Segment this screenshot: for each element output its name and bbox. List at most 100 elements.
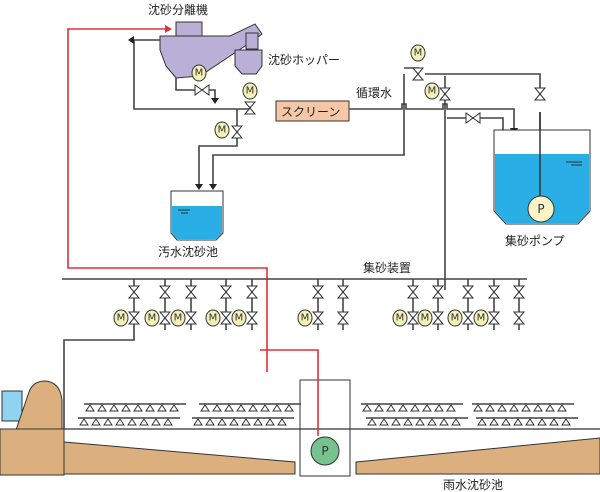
- pipe: [425, 73, 541, 100]
- storm-grit-chamber: [0, 379, 600, 477]
- nozzle-icon: [561, 418, 571, 426]
- label-screen: スクリーン: [281, 105, 340, 119]
- motor-label: M: [235, 313, 244, 324]
- nozzle-icon: [169, 404, 179, 412]
- valve-icon: [438, 87, 452, 101]
- nozzle-icon: [224, 404, 234, 412]
- nozzle-icon: [439, 418, 449, 426]
- valve-icon: [184, 285, 198, 299]
- motor-label: M: [477, 313, 486, 324]
- nozzle-icon: [127, 418, 137, 426]
- valve-icon: [127, 285, 141, 299]
- motor-icon: [417, 309, 433, 327]
- nozzle-icon: [265, 418, 275, 426]
- nozzle-icon: [91, 418, 101, 426]
- nozzle-icon: [501, 418, 511, 426]
- nozzle-icon: [193, 418, 203, 426]
- valve-icon: [406, 285, 420, 299]
- nozzle-icon: [253, 418, 263, 426]
- nozzle-icon: [272, 404, 282, 412]
- nozzle-icon: [509, 404, 519, 412]
- nozzle-icon: [145, 404, 155, 412]
- motor-icon: [297, 309, 313, 327]
- valve-icon: [487, 285, 501, 299]
- motor-icon: [205, 309, 221, 327]
- nozzle-icon: [367, 418, 377, 426]
- motor-label: M: [209, 313, 218, 324]
- separator-return-pipe: [133, 39, 250, 110]
- nozzle-icon: [513, 418, 523, 426]
- motor-label: M: [218, 125, 227, 136]
- nozzle-icon: [525, 418, 535, 426]
- valve-icon: [230, 125, 244, 139]
- valve-icon: [219, 311, 233, 325]
- nozzle-icon: [362, 404, 372, 412]
- nozzle-icon: [410, 404, 420, 412]
- nozzle-icon: [217, 418, 227, 426]
- sewage-grit-chamber: [170, 190, 224, 241]
- motor-icon: [144, 309, 160, 327]
- nozzle-icon: [103, 418, 113, 426]
- red-pump-discharge: [260, 349, 319, 436]
- valve-icon: [158, 285, 172, 299]
- label-recirc-water: 循環水: [356, 86, 392, 100]
- arrow-down: [195, 184, 203, 190]
- nozzle-icon: [115, 418, 125, 426]
- motor-label: M: [396, 313, 405, 324]
- nozzle-icon: [157, 404, 167, 412]
- nozzle-icon: [446, 404, 456, 412]
- valve-icon: [245, 285, 259, 299]
- nozzle-icon: [386, 404, 396, 412]
- motor-icon: [170, 309, 186, 327]
- label-storm-chamber: 雨水沈砂池: [443, 477, 503, 492]
- nozzle-rows: [78, 403, 578, 426]
- valve-icon: [311, 311, 325, 325]
- motor-icon: [473, 309, 489, 327]
- motor-label: M: [301, 313, 310, 324]
- nozzle-icon: [236, 404, 246, 412]
- nozzle-icon: [379, 418, 389, 426]
- motor-icon: [410, 44, 426, 62]
- valve-icon: [512, 285, 526, 299]
- storm-pump: [310, 436, 340, 466]
- valve-icon: [127, 311, 141, 325]
- motor-label: M: [174, 313, 183, 324]
- motor-icon: [231, 309, 247, 327]
- label-grit-collector: 集砂装置: [363, 260, 411, 275]
- motor-icon: [424, 82, 440, 100]
- nozzle-icon: [163, 418, 173, 426]
- nozzle-icon: [229, 418, 239, 426]
- grit-separator: [159, 21, 263, 79]
- nozzle-icon: [151, 418, 161, 426]
- motor-label: M: [117, 313, 126, 324]
- valve-icon: [245, 311, 259, 325]
- screen-box: [275, 100, 350, 122]
- nozzle-icon: [415, 418, 425, 426]
- valve-icon: [336, 285, 350, 299]
- nozzle-icon: [451, 418, 461, 426]
- valve-icon: [411, 67, 425, 81]
- motor-icon: [447, 309, 463, 327]
- valve-icon: [487, 311, 501, 325]
- motor-icon: [242, 82, 258, 100]
- nozzle-icon: [497, 404, 507, 412]
- motor-label: M: [421, 313, 430, 324]
- valve-icon: [461, 311, 475, 325]
- red-pipe-feed: [67, 28, 268, 372]
- valve-icon: [533, 87, 547, 101]
- nozzle-icon: [277, 418, 287, 426]
- valve-icon: [194, 84, 210, 96]
- nozzle-icon: [241, 418, 251, 426]
- nozzle-icon: [403, 418, 413, 426]
- nozzle-icon: [85, 404, 95, 412]
- label-separator: 沈砂分離機: [148, 2, 208, 17]
- nozzle-icon: [248, 404, 258, 412]
- pump-symbol: P: [537, 202, 544, 216]
- nozzle-icon: [133, 404, 143, 412]
- pipe-to-sewage-2: [212, 74, 405, 184]
- pipe: [63, 330, 135, 429]
- label-sewage-chamber: 汚水沈砂池: [158, 244, 218, 259]
